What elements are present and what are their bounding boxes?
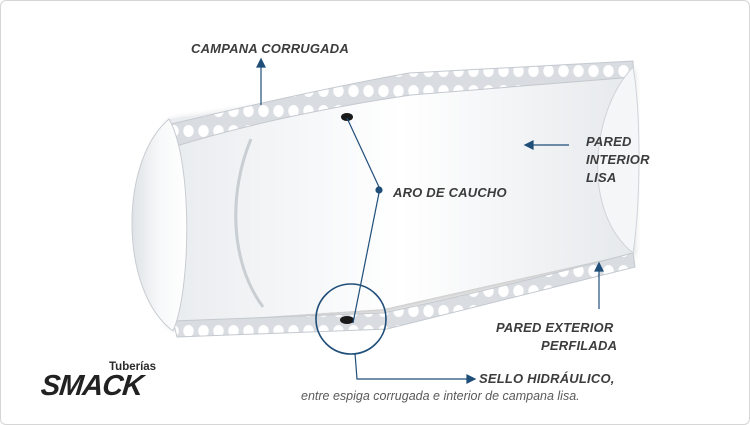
bell-open-end bbox=[131, 118, 188, 332]
leader-aro-top bbox=[346, 117, 380, 188]
label-pared-exterior-line2: PERFILADA bbox=[541, 338, 618, 353]
label-pared-interior-line3: LISA bbox=[586, 170, 617, 185]
leader-pared-interior-arrow bbox=[523, 140, 534, 150]
label-pared-line1: PARED bbox=[586, 134, 632, 149]
label-sello-hidraulico: SELLO HIDRÁULICO, bbox=[479, 371, 615, 386]
leader-campana-arrow bbox=[256, 57, 266, 68]
label-aro-de-caucho: ARO DE CAUCHO bbox=[393, 185, 507, 200]
leader-lines bbox=[256, 57, 604, 384]
leader-aro-bottom bbox=[352, 192, 380, 324]
leader-sello-arrow bbox=[466, 374, 477, 384]
pipe-body bbox=[169, 67, 633, 323]
bottom-corrugated-wall bbox=[172, 252, 636, 338]
seal-highlight-circle bbox=[315, 283, 387, 355]
label-pared-interior-line2: INTERIOR bbox=[586, 152, 650, 167]
label-campana-corrugada: CAMPANA CORRUGADA bbox=[191, 41, 349, 56]
brand-big-text: SMACK bbox=[39, 370, 145, 402]
label-sello-detalle: entre espiga corrugada e interior de cam… bbox=[301, 389, 580, 403]
pipe-open-end bbox=[597, 65, 640, 254]
leader-sello bbox=[354, 352, 471, 380]
gasket-top bbox=[341, 113, 353, 121]
gasket-bottom bbox=[340, 316, 354, 324]
label-pared-exterior-line1: PARED EXTERIOR bbox=[496, 320, 614, 335]
leader-pared-exterior-arrow bbox=[594, 261, 604, 272]
leader-aro-dot bbox=[375, 186, 383, 194]
brand-small-text: Tuberías bbox=[109, 361, 157, 373]
spigot-edge bbox=[234, 138, 265, 308]
